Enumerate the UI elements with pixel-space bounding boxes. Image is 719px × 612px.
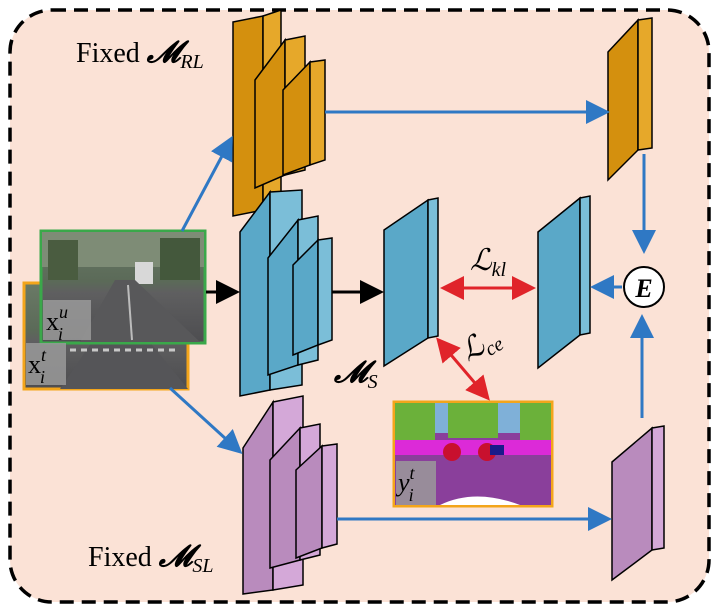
label-target-image (392, 400, 554, 508)
ensemble-target-feature (537, 195, 591, 370)
rl-output-feature (607, 17, 653, 182)
fixed-rl-label: Fixed 𝓜RL (76, 36, 204, 73)
arrow-input-to-rl (180, 135, 233, 232)
sl-output-feature (611, 425, 665, 582)
target-label-chip (26, 343, 66, 385)
kl-loss-label: ℒkl (470, 244, 506, 281)
arrow-ce-loss (436, 337, 490, 401)
unlabeled-label-chip (43, 300, 91, 340)
model-student-block (239, 189, 333, 397)
label-target-chip (396, 461, 436, 505)
model-sl-block (242, 395, 338, 595)
ensemble-label: E (634, 274, 652, 303)
arrows (168, 100, 656, 531)
arrow-input-to-sl (168, 386, 243, 455)
model-rl-block (232, 8, 326, 217)
ensemble-node (623, 266, 665, 308)
student-output-feature (383, 197, 439, 368)
